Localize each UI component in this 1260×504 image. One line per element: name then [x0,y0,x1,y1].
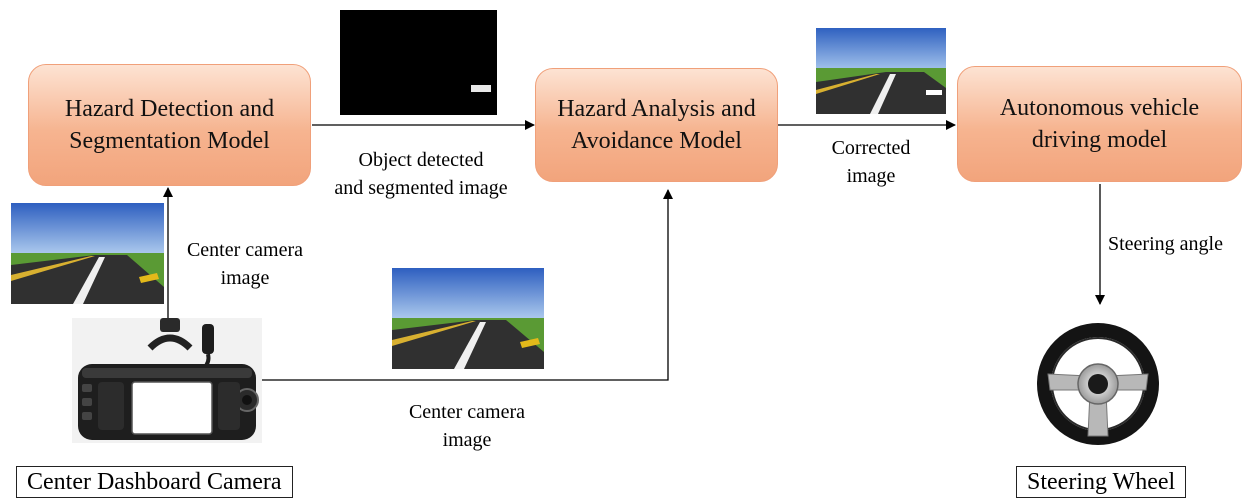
steering-wheel-caption: Steering Wheel [1016,466,1187,498]
hazard-analysis-label: Hazard Analysis and Avoidance Model [557,96,756,154]
center-camera-image-lower [392,268,544,369]
driving-model-label: Autonomous vehicle driving model [999,95,1200,153]
hazard-detection-label: Hazard Detection and Segmentation Model [64,96,275,154]
center-camera-image-upper [11,203,164,304]
steering-angle-label: Steering angle [1108,233,1223,255]
corrected-image [816,28,946,114]
steering-wheel-icon [1037,323,1159,445]
segmented-image [340,10,497,115]
center-camera-label-lower: Center camera image [408,401,526,451]
center-camera-label-upper: Center camera image [186,239,304,289]
hazard-detection-box: Hazard Detection and Segmentation Model [28,64,311,186]
arrow-camera-to-analysis [262,189,673,381]
object-detected-label: Object detected and segmented image [334,149,508,199]
driving-model-box: Autonomous vehicle driving model [957,66,1242,182]
segmented-hazard-mask [471,85,491,92]
dashboard-camera-caption: Center Dashboard Camera [16,466,293,498]
hazard-analysis-box: Hazard Analysis and Avoidance Model [535,68,778,182]
dashboard-camera-icon [72,318,262,443]
corrected-image-label: Corrected image [831,137,911,187]
